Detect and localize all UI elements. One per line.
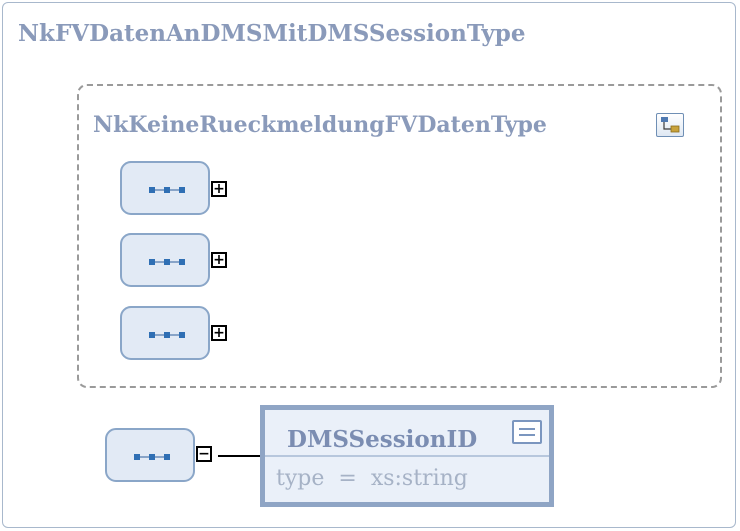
sequence-icon (149, 259, 185, 265)
sequence-icon (149, 332, 185, 338)
sequence-compositor[interactable] (120, 306, 210, 360)
sequence-icon (134, 454, 170, 460)
expand-toggle[interactable]: + (211, 325, 227, 341)
group-reference-box (77, 84, 722, 388)
sequence-compositor[interactable] (105, 428, 195, 482)
documentation-icon[interactable] (512, 420, 542, 444)
sequence-icon (149, 187, 185, 193)
type-label: type (276, 466, 325, 491)
group-reference-title: NkKeineRueckmeldungFVDatenType (93, 112, 547, 138)
type-value: xs:string (370, 466, 468, 491)
element-divider (265, 455, 549, 457)
sequence-compositor[interactable] (120, 161, 210, 215)
complex-type-title: NkFVDatenAnDMSMitDMSSessionType (18, 20, 526, 47)
element-name: DMSSessionID (287, 426, 478, 453)
element-type-row: type = xs:string (276, 466, 468, 491)
expand-toggle[interactable]: + (211, 252, 227, 268)
connector-line (218, 455, 262, 457)
complex-type-icon[interactable] (656, 113, 684, 137)
element-box[interactable]: DMSSessionID type = xs:string (260, 405, 554, 507)
sequence-compositor[interactable] (120, 233, 210, 287)
collapse-toggle[interactable]: − (196, 446, 212, 462)
type-separator: = (338, 466, 357, 491)
expand-toggle[interactable]: + (211, 181, 227, 197)
